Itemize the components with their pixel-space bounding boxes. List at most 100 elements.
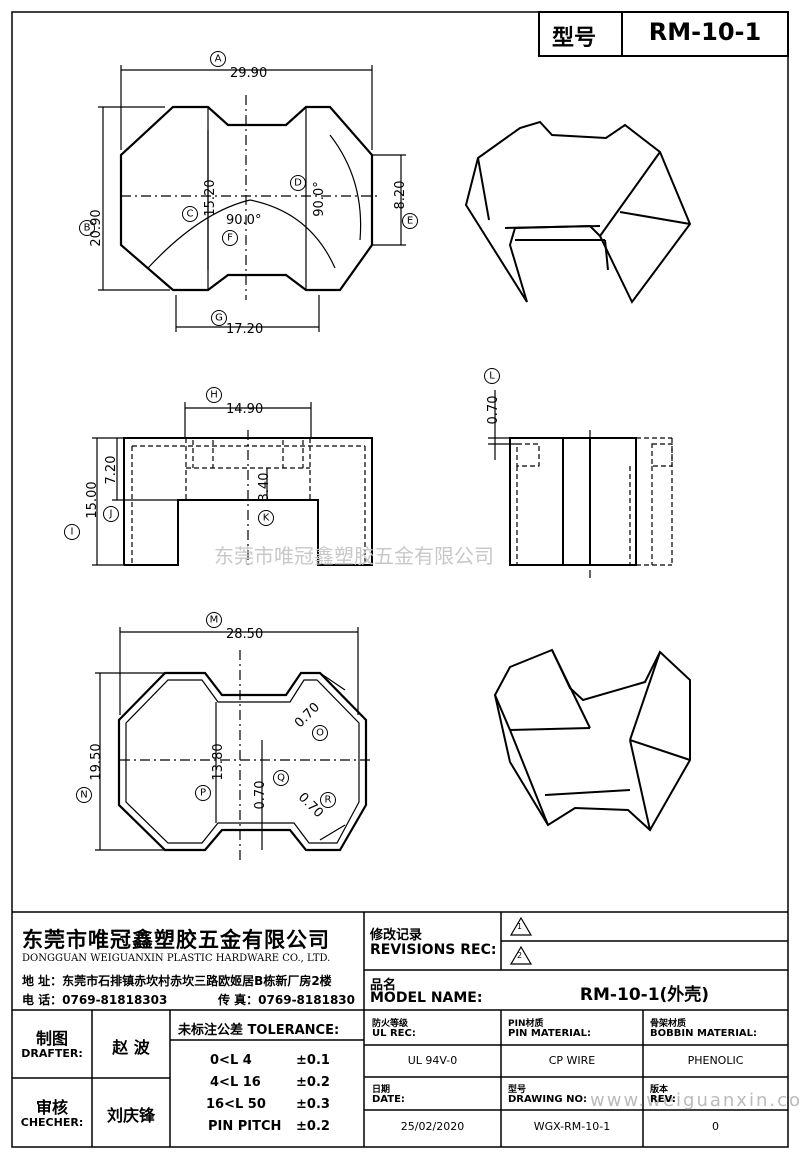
marker-F: [222, 230, 238, 246]
drafter-label-cn: 制图: [35, 1029, 68, 1048]
marker-I: [64, 524, 80, 540]
side-view-right-hidden: [516, 437, 673, 566]
dim-G: 17.20: [226, 322, 263, 337]
dim-O: 0.70: [292, 700, 323, 731]
marker-letter: Q: [277, 773, 285, 784]
marker-letter: H: [210, 390, 218, 401]
dim-H: 14.90: [226, 402, 263, 417]
dim-K: 3.40: [257, 473, 272, 502]
revision-mark-1: 1: [517, 922, 523, 931]
dim-D: 90.0°: [312, 181, 327, 216]
marker-J: [103, 506, 119, 522]
pin-label-cn: PIN材质: [508, 1019, 544, 1029]
marker-letter: E: [407, 216, 413, 227]
revisions-label-cn: 修改记录: [370, 928, 423, 943]
date-value: 25/02/2020: [400, 1120, 465, 1133]
tolerance-value-2: ±0.2: [296, 1075, 330, 1090]
iso-view-top: [464, 120, 692, 304]
marker-K: [258, 510, 274, 526]
side-view-front-dims: [92, 402, 312, 566]
drawing-frame: [11, 11, 789, 1148]
bobbin-label-cn: 骨架材质: [650, 1019, 687, 1029]
bottom-view-details: [95, 627, 370, 860]
dim-E: 8.20: [393, 181, 408, 210]
date-label-cn: 日期: [372, 1085, 391, 1095]
marker-Q: [273, 770, 289, 786]
rev-label-en: REV:: [650, 1094, 676, 1105]
marker-letter: P: [200, 788, 206, 799]
rev-label-cn: 版本: [650, 1085, 669, 1095]
rev-value: 0: [712, 1120, 719, 1133]
tolerance-range-4: PIN PITCH: [208, 1119, 282, 1134]
marker-letter: I: [71, 527, 74, 538]
marker-G: [211, 310, 227, 326]
company-fax: 传 真：0769-8181830: [218, 993, 356, 1007]
drawing-label-cn: 型号: [508, 1085, 527, 1095]
marker-M: [206, 612, 222, 628]
marker-letter: C: [187, 209, 194, 220]
iso-view-bottom: [493, 648, 691, 832]
marker-letter: D: [294, 178, 302, 189]
company-name-en: DONGGUAN WEIGUANXIN PLASTIC HARDWARE CO.…: [22, 953, 331, 964]
dim-B: 20.90: [89, 209, 104, 246]
marker-letter: N: [80, 790, 87, 801]
model-header-value: RM-10-1: [648, 18, 762, 46]
dimension-values: 29.90 20.90 15.20 90.0° 8.20 90.0° 17.20…: [85, 66, 501, 821]
marker-letter: B: [84, 223, 91, 234]
marker-A: [210, 51, 226, 67]
marker-O: [312, 725, 328, 741]
pin-label-en: PIN MATERIAL:: [508, 1028, 591, 1039]
watermark-url: www.weiguanxin.com: [590, 1090, 800, 1111]
marker-letter: R: [325, 795, 332, 806]
tolerance-title: 未标注公差 TOLERANCE:: [178, 1023, 340, 1038]
model-name-label-cn: 品名: [370, 978, 397, 993]
tolerance-range-3: 16<L 50: [206, 1097, 266, 1112]
tolerance-range-1: 0<L 4: [210, 1053, 252, 1068]
side-view-right: [509, 437, 637, 566]
drawing-value: WGX-RM-10-1: [533, 1120, 611, 1133]
marker-B: [79, 220, 95, 236]
marker-letter: K: [263, 513, 270, 524]
company-name-cn: 东莞市唯冠鑫塑胶五金有限公司: [22, 928, 330, 952]
checker-label-en: CHECHER:: [20, 1116, 84, 1129]
title-block-grid: [12, 911, 788, 1147]
model-header-label: 型号: [552, 26, 597, 51]
model-name-value: RM-10-1(外壳): [579, 985, 710, 1005]
marker-letters: A B C D E F G H I J K L M N O P Q R: [71, 54, 496, 806]
marker-letter: M: [210, 615, 219, 626]
bobbin-value: PHENOLIC: [687, 1054, 744, 1067]
dim-A: 29.90: [230, 66, 267, 81]
marker-H: [206, 387, 222, 403]
bottom-view-outline: [117, 671, 368, 852]
tolerance-value-4: ±0.2: [296, 1119, 330, 1134]
dim-I: 15.00: [85, 481, 100, 518]
marker-letter: F: [227, 233, 233, 244]
marker-P: [195, 785, 211, 801]
revisions-label-en: REVISIONS REC:: [370, 942, 497, 958]
dim-R: 0.70: [295, 790, 326, 821]
dim-C: 15.20: [203, 179, 218, 216]
marker-letter: G: [215, 313, 223, 324]
ul-label-en: UL REC:: [372, 1028, 416, 1039]
model-name-label-en: MODEL NAME:: [370, 990, 483, 1006]
marker-letter: A: [215, 54, 222, 65]
drafter-label-en: DRAFTER:: [21, 1047, 83, 1060]
date-label-en: DATE:: [372, 1094, 405, 1105]
ul-value: UL 94V-0: [407, 1054, 458, 1067]
marker-letter: O: [316, 728, 324, 739]
dim-J: 7.20: [104, 456, 119, 485]
dim-P: 13.80: [211, 743, 226, 780]
tolerance-range-2: 4<L 16: [210, 1075, 261, 1090]
side-view-front: [123, 437, 373, 566]
marker-R: [320, 792, 336, 808]
drafter-name: 赵 波: [112, 1038, 150, 1057]
watermark: 东莞市唯冠鑫塑胶五金有限公司: [214, 544, 494, 568]
top-view-details: [98, 65, 406, 332]
dim-N: 19.50: [89, 743, 104, 780]
checker-label-cn: 审核: [35, 1098, 68, 1117]
company-phone: 电 话：0769-81818303: [22, 993, 168, 1007]
drawing-label-en: DRAWING NO:: [508, 1094, 587, 1105]
revision-triangles: [509, 916, 533, 965]
